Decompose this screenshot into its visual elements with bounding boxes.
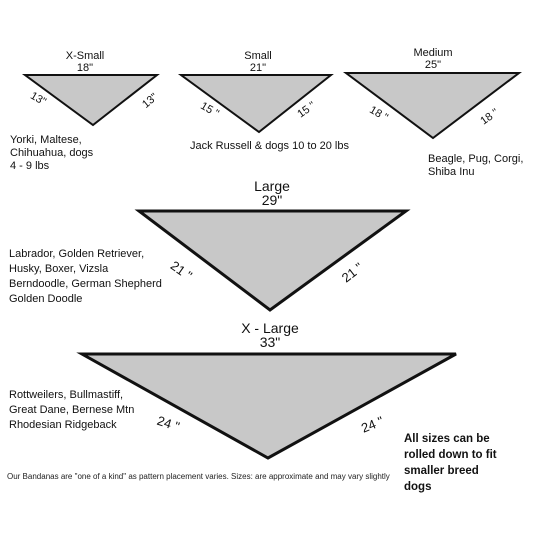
size-width-large: 29"	[261, 192, 283, 208]
breed-line: Rottweilers, Bullmastiff,	[9, 389, 124, 401]
breed-line: Husky, Boxer, Vizsla	[9, 263, 109, 275]
breeds-medium: Beagle, Pug, Corgi, Shiba Inu	[428, 153, 523, 179]
triangle-x-large	[76, 352, 457, 460]
breed-line: Chihuahua, dogs	[10, 147, 94, 159]
size-width-small: 21"	[249, 62, 267, 74]
breed-line: Great Dane, Bernese Mtn	[9, 404, 135, 416]
breed-line: Shiba Inu	[428, 166, 475, 178]
footer-disclaimer: Our Bandanas are "one of a kind" as patt…	[7, 472, 390, 481]
breed-line: Rhodesian Ridgeback	[9, 419, 117, 431]
size-width-medium: 25"	[424, 59, 442, 71]
breeds-x-small: Yorki, Maltese, Chihuahua, dogs 4 - 9 lb…	[10, 134, 93, 173]
size-title-x-small: X-Small	[65, 50, 105, 62]
breeds-large: Labrador, Golden Retriever, Husky, Boxer…	[9, 247, 162, 307]
triangle-x-small	[21, 74, 160, 127]
breed-line: Berndoodle, German Shepherd	[9, 278, 162, 290]
size-title-large: Large	[254, 178, 290, 194]
roll-down-note: All sizes can be rolled down to fit smal…	[404, 433, 497, 493]
breed-line: Labrador, Golden Retriever,	[9, 248, 145, 260]
breed-line: Golden Doodle	[9, 293, 83, 305]
breed-line: Beagle, Pug, Corgi,	[428, 153, 524, 165]
breeds-small: Jack Russell & dogs 10 to 20 lbs	[190, 140, 349, 152]
breed-line: Yorki, Maltese,	[10, 134, 82, 146]
breeds-x-large: Rottweilers, Bullmastiff, Great Dane, Be…	[9, 388, 134, 433]
size-title-medium: Medium	[413, 47, 453, 59]
size-title-small: Small	[244, 50, 272, 62]
triangle-small	[177, 74, 334, 134]
size-title-x-large: X - Large	[241, 320, 299, 336]
size-width-x-small: 18"	[76, 62, 94, 74]
breed-line: 4 - 9 lbs	[10, 160, 50, 172]
triangle-medium	[342, 72, 522, 140]
triangle-large	[134, 209, 411, 312]
size-width-x-large: 33"	[259, 334, 281, 350]
